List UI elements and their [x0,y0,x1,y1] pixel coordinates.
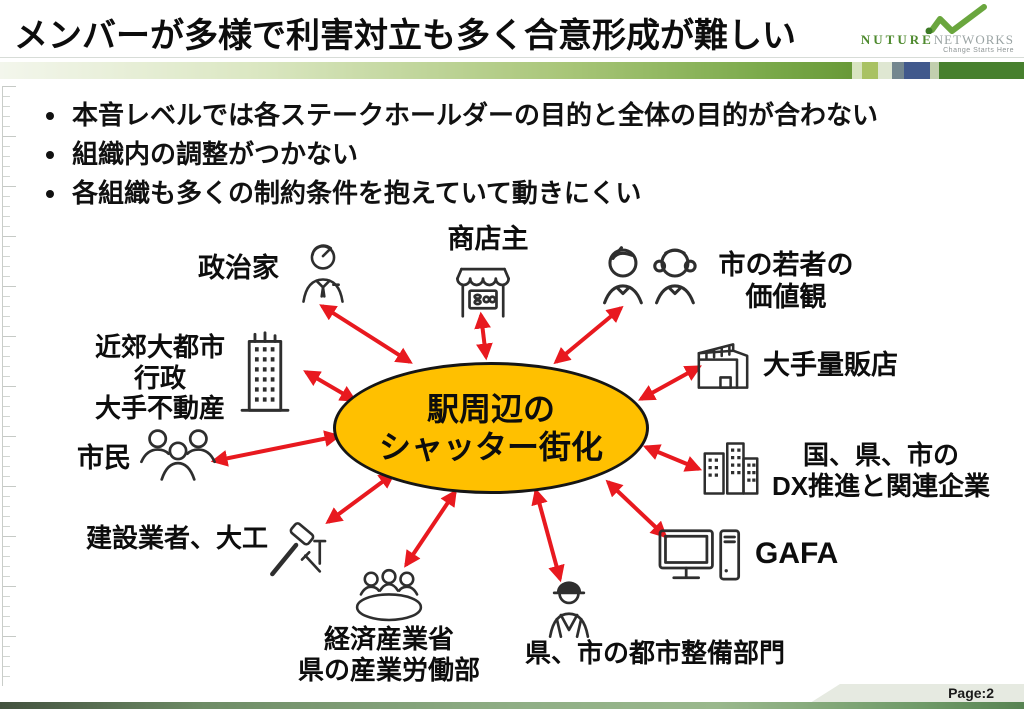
logo-tagline: Change Starts Here [943,47,1014,54]
arrow-storefront [474,311,493,361]
central-issue-ellipse: 駅周辺の シャッター街化 [333,362,649,494]
construction-worker-icon [541,576,597,638]
stakeholder-label: 近郊大都市 行政 大手不動産 [94,332,225,424]
office-building-icon [236,330,294,416]
arrow-politician [319,304,413,364]
stakeholder-label: 市の若者の 価値観 [718,250,854,312]
arrow-metro-gov [303,370,357,402]
arrow-youths [553,305,624,365]
hammer-nails-icon [265,520,335,578]
left-ruler-ticks [2,86,16,686]
bullet-item: 本音レベルでは各ステークホールダーの目的と全体の目的が合わない [40,96,990,135]
footer-band: Page:2 [810,684,1024,703]
stakeholder-label: 政治家 [198,253,279,283]
storefront-icon [452,258,514,318]
arrow-meti [404,489,457,568]
slide-header: メンバーが多様で利害対立も多く合意形成が難しい [0,0,1024,58]
stakeholder-label: 商店主 [447,224,529,254]
arrow-citizens [210,430,342,467]
arrow-retail-store [638,365,702,401]
logo-wordmark: NUTURENETWORKS [861,32,1014,48]
logo-swoosh-icon [924,4,990,39]
stakeholder-label: GAFA [755,537,839,570]
page-number: Page:2 [948,685,994,701]
bullet-list: 本音レベルでは各ステークホールダーの目的と全体の目的が合わない 組織内の調整がつ… [40,96,990,213]
arrow-urban-dept [531,487,565,583]
company-logo: NUTURENETWORKS Change Starts Here [861,2,1018,56]
stakeholder-label: 県、市の都市整備部門 [524,638,785,668]
retail-store-icon [695,340,751,392]
city-buildings-icon [701,436,761,496]
page-title: メンバーが多様で利害対立も多く合意形成が難しい [14,17,796,55]
politician-icon [297,241,349,305]
arrow-dx [642,444,703,472]
stakeholder-label: 大手量販店 [763,350,898,380]
central-issue-label: 駅周辺の シャッター街化 [378,390,603,465]
arrow-builders [325,472,396,524]
bullet-item: 各組織も多くの制約条件を抱えていて動きにくい [40,174,990,213]
bottom-accent-bar [0,702,1024,709]
citizens-icon [136,427,220,483]
computer-icon [657,528,743,586]
stakeholder-label: 経済産業省 県の産業労働部 [297,624,480,685]
logo-name-secondary: NETWORKS [933,32,1014,47]
top-accent-bar [0,62,1024,79]
meeting-icon [352,568,426,626]
stakeholder-label: 国、県、市の DX推進と関連企業 [771,440,991,501]
youths-icon [600,246,704,306]
stakeholder-label: 建設業者、大工 [86,523,269,553]
stakeholder-label: 市民 [77,443,131,473]
bullet-item: 組織内の調整がつかない [40,135,990,174]
logo-name-primary: NUTURE [860,32,934,47]
